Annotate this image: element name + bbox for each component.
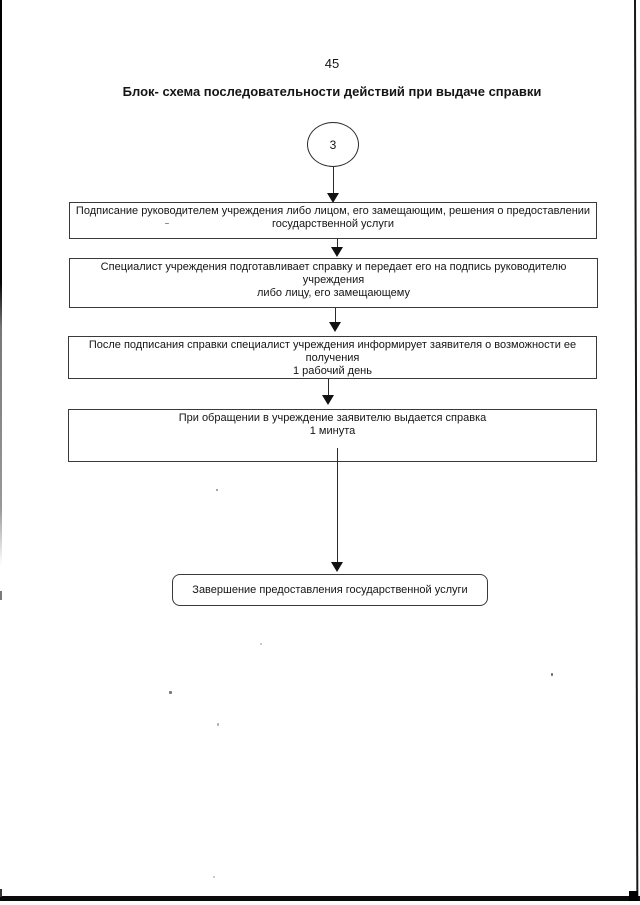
arrow-line [328, 379, 329, 396]
flow-connector-circle: 3 [307, 122, 359, 167]
arrowhead-down-icon [322, 395, 334, 405]
arrowhead-down-icon [331, 247, 343, 257]
page-number: 45 [324, 56, 340, 71]
scan-edge-right [634, 0, 639, 898]
flow-box-text-line: либо лицу, его замещающему [257, 287, 410, 299]
arrowhead-down-icon [329, 322, 341, 332]
flow-box-text-line: государственной услуги [272, 218, 394, 230]
scan-corner-bottom-left [0, 889, 2, 897]
arrow-line [337, 239, 338, 248]
flow-end-box: Завершение предоставления государственно… [172, 574, 488, 606]
arrow-line [335, 308, 336, 323]
arrow-line [337, 448, 338, 564]
flow-box-text-line: После подписания справки специалист учре… [88, 339, 577, 364]
scan-edge-left-tick [0, 591, 2, 600]
scan-edge-bottom [0, 896, 640, 901]
scan-corner-bottom-right [629, 891, 638, 901]
flow-connector-label: 3 [329, 137, 337, 152]
arrow-line [333, 167, 334, 194]
flow-box-sign-decision: Подписание руководителем учреждения либо… [69, 202, 597, 239]
flow-box-inform-applicant: После подписания справки специалист учре… [68, 336, 597, 379]
scan-edge-left [0, 0, 2, 565]
scan-speck [260, 643, 262, 645]
flow-box-text-line: 1 рабочий день [292, 365, 372, 377]
flow-box-text-line: При обращении в учреждение заявителю выд… [178, 412, 487, 424]
arrowhead-down-icon [327, 193, 339, 203]
scan-speck [169, 691, 172, 694]
scan-speck [213, 876, 215, 878]
scan-speck [551, 673, 553, 676]
flow-box-text-line: Подписание руководителем учреждения либо… [75, 205, 591, 217]
flow-box-text-line: 1 минута [309, 425, 356, 437]
flow-box-issue-certificate: При обращении в учреждение заявителю выд… [68, 409, 597, 462]
scan-speck [216, 489, 218, 491]
arrowhead-down-icon [331, 562, 343, 572]
scan-speck [165, 223, 169, 224]
page-title: Блок- схема последовательности действий … [122, 84, 542, 99]
scan-speck [217, 723, 219, 726]
flow-box-prepare-certificate: Специалист учреждения подготавливает спр… [69, 258, 598, 308]
flow-box-text-line: Специалист учреждения подготавливает спр… [100, 261, 567, 286]
flow-end-label: Завершение предоставления государственно… [192, 584, 468, 596]
